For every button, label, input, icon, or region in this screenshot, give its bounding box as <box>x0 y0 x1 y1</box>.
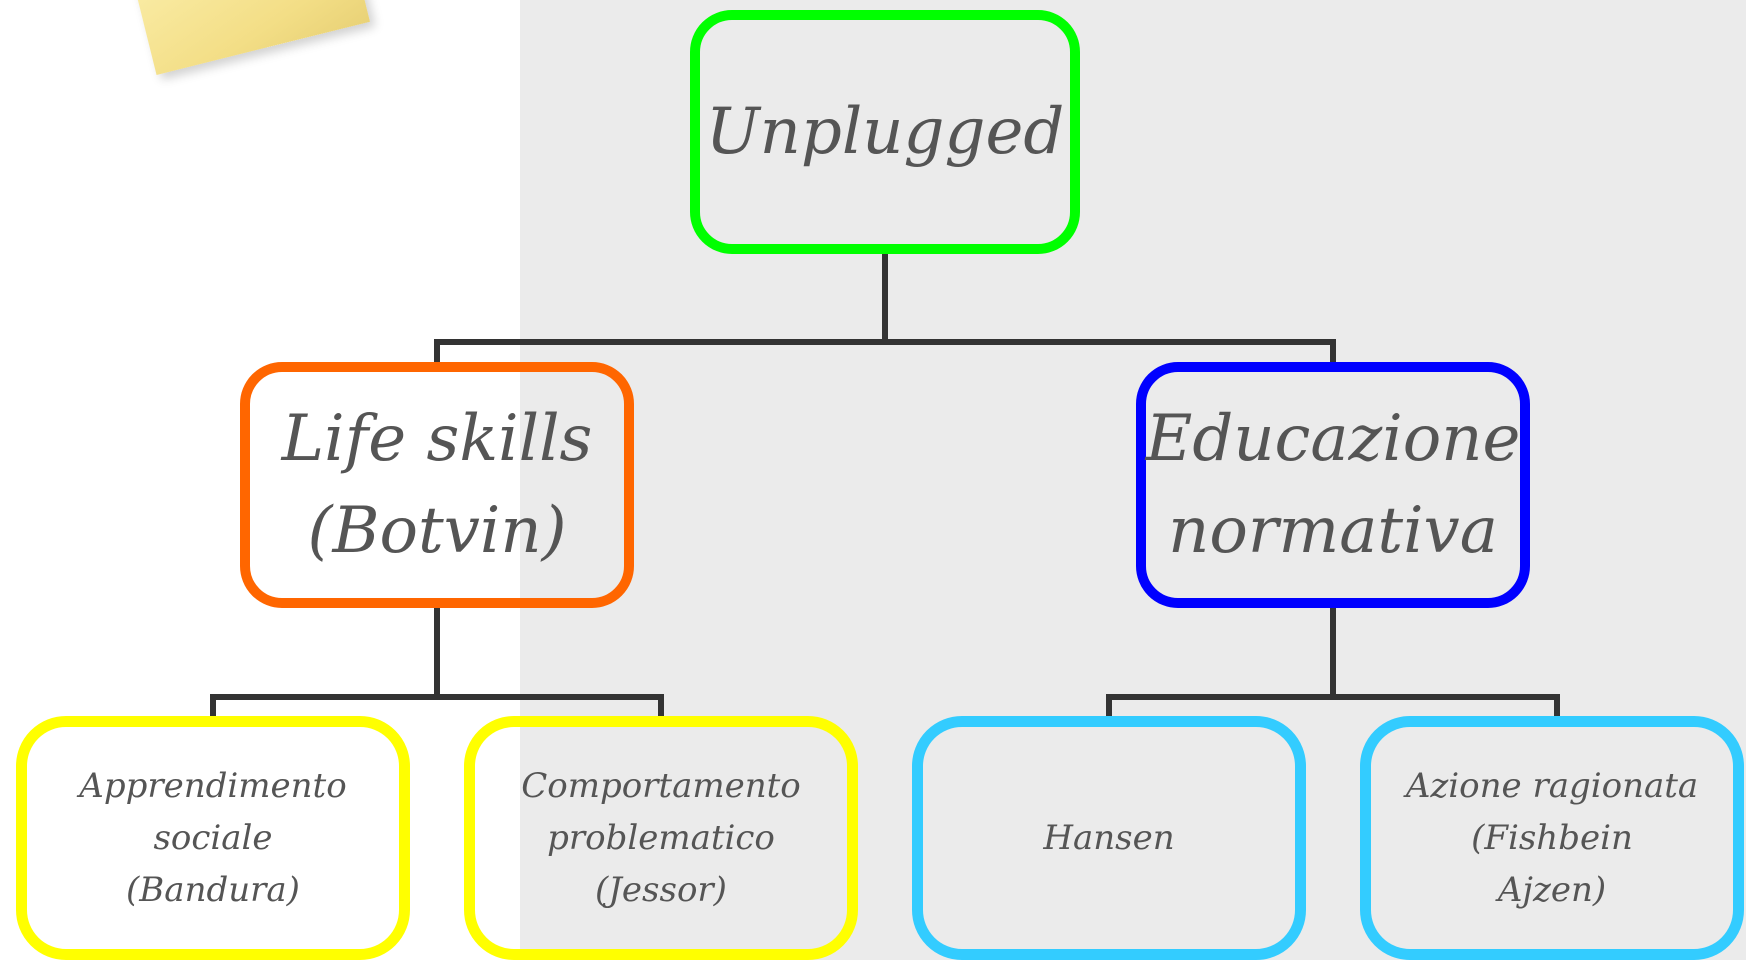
root-connector <box>434 248 1336 365</box>
left-branch-connector <box>210 604 664 717</box>
right-branch-connector <box>1106 604 1560 717</box>
node-azione-ragionata: Azione ragionata (Fishbein Ajzen) <box>1360 716 1744 960</box>
node-hansen: Hansen <box>912 716 1306 960</box>
node-unplugged: Unplugged <box>690 10 1080 254</box>
node-apprendimento-sociale: Apprendimento sociale (Bandura) <box>16 716 410 960</box>
node-life-skills: Life skills (Botvin) <box>240 362 634 608</box>
node-educazione-normativa: Educazione normativa <box>1136 362 1530 608</box>
node-comportamento-problematico: Comportamento problematico (Jessor) <box>464 716 858 960</box>
background-panel <box>520 0 1746 960</box>
